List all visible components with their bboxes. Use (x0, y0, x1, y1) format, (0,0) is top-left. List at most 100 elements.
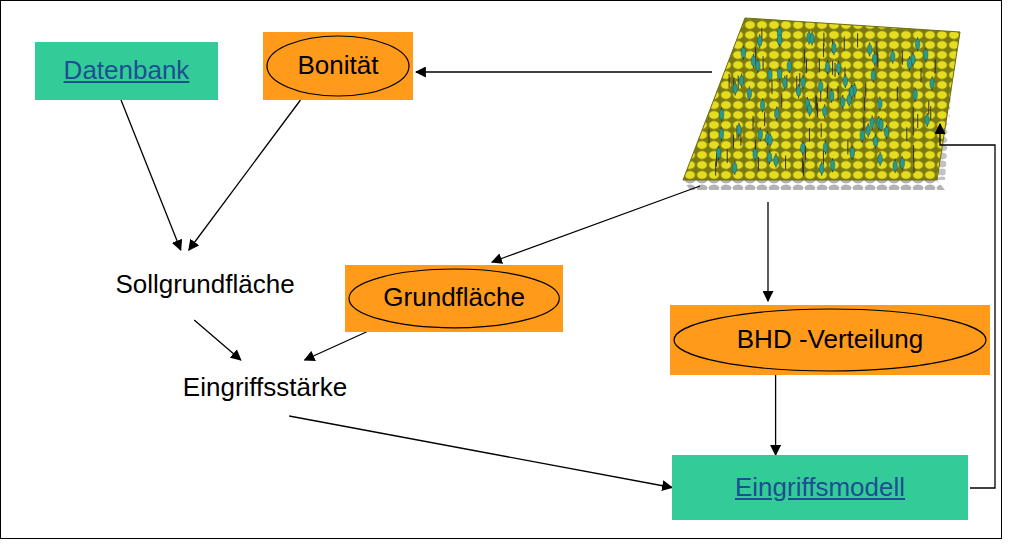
tree-stem (817, 103, 818, 117)
database-box: Datenbank (35, 42, 218, 100)
node-label: Bonität (298, 51, 379, 81)
connector-arrow (121, 100, 181, 250)
site-index-box: Bonität (263, 32, 413, 100)
tree-stem (715, 161, 716, 175)
tree-crown (879, 120, 883, 130)
tree-crown (756, 61, 760, 71)
node-label: Eingriffsstärke (183, 373, 347, 403)
tree-stem (821, 123, 822, 137)
forest-stand (683, 18, 960, 180)
tree-crown (733, 163, 737, 173)
tree-stem (921, 68, 922, 82)
frame (1, 1, 1002, 539)
tree-stem (902, 51, 903, 65)
tree-crown (830, 160, 834, 170)
tree-crown (741, 48, 745, 58)
tree-crown (758, 129, 762, 139)
tree-crown (884, 127, 888, 137)
tree-stem (827, 85, 828, 99)
tree-stem (877, 54, 878, 68)
tree-crown (850, 148, 854, 158)
connector-arrow (289, 416, 672, 488)
tree-crown (739, 76, 743, 86)
tree-stem (832, 61, 833, 75)
tree-crown (753, 149, 757, 159)
tree-stem (930, 106, 931, 120)
node-label: Grundfläche (383, 283, 525, 313)
tree-stem (835, 63, 836, 77)
tree-crown (843, 76, 847, 86)
tree-crown (878, 99, 882, 109)
connector-arrow (189, 100, 301, 250)
tree-crown (751, 56, 755, 66)
tree-crown (893, 161, 897, 171)
tree-stem (823, 150, 824, 164)
ellipse-outline (267, 36, 409, 96)
tree-crown (841, 97, 845, 107)
intervention-intensity: Eingriffsstärke (155, 360, 375, 416)
tree-crown (900, 158, 904, 168)
tree-crown (915, 39, 919, 49)
tree-stem (758, 157, 759, 171)
tree-crown (807, 105, 811, 115)
tree-stem (913, 159, 914, 173)
tree-stem (857, 33, 858, 47)
tree-crown (836, 63, 840, 73)
tree-crown (733, 83, 737, 93)
tree-crown (777, 35, 781, 45)
tree-crown (774, 155, 778, 165)
tree-stem (804, 49, 805, 63)
tree-stem (729, 74, 730, 88)
tree-stem (913, 145, 914, 159)
tree-crown (787, 61, 791, 71)
tree-crown (719, 129, 723, 139)
forest-ground (683, 180, 945, 190)
tree-crown (871, 70, 875, 80)
tree-stem (928, 101, 929, 115)
tree-crown (758, 36, 762, 46)
tree-stem (781, 93, 782, 107)
tree-crown (832, 43, 836, 53)
tree-crown (783, 78, 787, 88)
tree-crown (930, 78, 934, 88)
tree-stem (799, 73, 800, 87)
connector-arrow (775, 375, 776, 455)
connector-arrow (305, 332, 367, 360)
node-label: BHD -Verteilung (737, 325, 923, 355)
tree-crown (823, 106, 827, 116)
target-basal-area: Sollgrundfläche (70, 250, 340, 320)
tree-stem (865, 83, 866, 97)
tree-crown (870, 118, 874, 128)
tree-crown (818, 81, 822, 91)
tree-stem (864, 97, 865, 111)
tree-stem (816, 97, 817, 111)
node-label: Eingriffsmodell (735, 473, 905, 503)
tree-crown (775, 109, 779, 119)
ellipse-outline (349, 269, 559, 328)
tree-stem (733, 134, 734, 148)
tree-crown (768, 135, 772, 145)
tree-crown (925, 115, 929, 125)
tree-stem (863, 117, 864, 131)
tree-stem (838, 86, 839, 100)
tree-stem (809, 128, 810, 142)
node-label: Sollgrundfläche (115, 270, 294, 300)
forest-arrow (492, 186, 700, 262)
tree-stem (708, 129, 709, 143)
tree-crown (860, 130, 864, 140)
tree-crown (866, 125, 870, 135)
basal-area-box: Grundfläche (345, 265, 563, 332)
tree-stem (764, 112, 765, 126)
tree-crown (890, 52, 894, 62)
tree-stem (806, 59, 807, 73)
tree-crown (801, 77, 805, 87)
tree-crown (825, 62, 829, 72)
tree-stem (753, 116, 754, 130)
tree-crown (847, 95, 851, 105)
tree-crown (872, 54, 876, 64)
tree-crown (760, 100, 764, 110)
tree-stem (819, 59, 820, 73)
tree-stem (771, 80, 772, 94)
tree-stem (913, 107, 914, 121)
